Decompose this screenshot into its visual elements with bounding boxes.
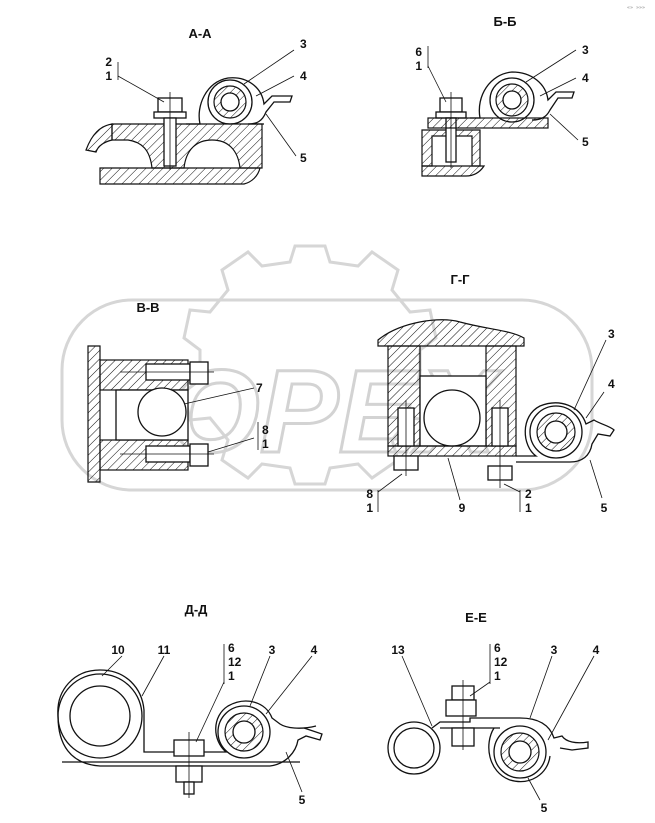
- section-gg-callout-1a: 1: [366, 501, 373, 515]
- section-dd-callout-12: 12: [228, 655, 242, 669]
- section-bb-base: [421, 165, 486, 177]
- section-vv-wall: [87, 345, 101, 483]
- section-ee-clamp: [488, 727, 551, 783]
- section-gg-bar: [387, 445, 517, 457]
- section-aa: А-А 2 1 3 4 5: [85, 26, 307, 185]
- section-dd-strap: [57, 669, 323, 767]
- section-bb-callout-4: 4: [582, 71, 589, 85]
- section-ee-bushing-outer: [493, 725, 547, 779]
- section-aa-bracket: [111, 123, 263, 169]
- section-vv-callout-7: 7: [256, 381, 263, 395]
- watermark-frame: [60, 298, 594, 492]
- section-dd-callout-1: 1: [228, 669, 235, 683]
- section-gg-callout-3: 3: [608, 327, 615, 341]
- section-bb: Б-Б 6 1 3 4 5: [415, 14, 589, 177]
- watermark-gear-icon: [182, 244, 438, 486]
- section-bb-title: Б-Б: [493, 14, 516, 29]
- section-dd-callout-10: 10: [111, 643, 125, 657]
- section-dd-title: Д-Д: [185, 602, 209, 617]
- section-dd-large-pipe-inner: [69, 685, 131, 747]
- section-gg: Г-Г 3 4 8 1 9 2 1: [366, 272, 615, 515]
- section-dd-callout-3: 3: [269, 643, 276, 657]
- section-aa-base: [99, 167, 261, 185]
- section-vv-bolt-top-head: [189, 361, 209, 385]
- section-gg-callout-8: 8: [366, 487, 373, 501]
- section-gg-small-pipe: [544, 420, 568, 444]
- section-ee-strap: [431, 717, 589, 751]
- section-vv-callout-8: 8: [262, 423, 269, 437]
- section-vv: В-В 7 8 1: [87, 300, 269, 483]
- section-bb-callout-5: 5: [582, 135, 589, 149]
- section-bb-bushing-outer: [489, 77, 535, 123]
- section-gg-callout-2: 2: [525, 487, 532, 501]
- section-bb-plate: [427, 117, 549, 129]
- section-gg-beam: [377, 319, 525, 347]
- section-aa-clamp: [186, 77, 293, 125]
- section-dd-callout-6: 6: [228, 641, 235, 655]
- section-gg-clamp: [516, 402, 615, 463]
- section-bb-clamp: [470, 71, 575, 121]
- section-ee: Е-Е 13 6 12 1 3 4 5: [387, 610, 600, 815]
- section-aa-callout-5: 5: [300, 151, 307, 165]
- section-bb-pipe: [502, 90, 522, 110]
- section-dd-bushing-outer: [217, 705, 271, 759]
- section-aa-frame: [85, 123, 113, 153]
- section-gg-pipe: [423, 389, 481, 447]
- section-dd-callout-4: 4: [311, 643, 318, 657]
- section-aa-pipe: [220, 92, 240, 112]
- section-dd-callout-11: 11: [158, 643, 171, 657]
- section-vv-callout-1: 1: [262, 437, 269, 451]
- section-aa-callout-2: 2: [105, 55, 112, 69]
- section-ee-callout-6: 6: [494, 641, 501, 655]
- section-vv-title: В-В: [136, 300, 159, 315]
- section-gg-callout-1b: 1: [525, 501, 532, 515]
- section-gg-bushing-outer: [529, 405, 583, 459]
- section-ee-title: Е-Е: [465, 610, 487, 625]
- section-vv-bolt-bottom-head: [189, 443, 209, 467]
- section-ee-ring-inner: [393, 727, 435, 769]
- section-vv-pipe: [137, 387, 187, 437]
- section-bb-callout-6: 6: [415, 45, 422, 59]
- section-ee-callout-12: 12: [494, 655, 508, 669]
- section-ee-small-pipe: [508, 740, 532, 764]
- section-gg-callout-9: 9: [459, 501, 466, 515]
- section-ee-callout-1: 1: [494, 669, 501, 683]
- section-dd-small-pipe: [232, 720, 256, 744]
- corner-mark: «» »»»: [627, 5, 645, 11]
- section-gg-callout-4: 4: [608, 377, 615, 391]
- section-aa-bushing-outer: [207, 79, 253, 125]
- section-bb-callout-3: 3: [582, 43, 589, 57]
- section-ee-bolt-head: [445, 699, 477, 717]
- section-ee-callout-3: 3: [551, 643, 558, 657]
- section-dd: Д-Д 10 11 6 12 1 3 4 5: [57, 602, 323, 807]
- section-dd-clamp: [204, 700, 317, 753]
- section-bb-callout-1: 1: [415, 59, 422, 73]
- section-dd-callout-5: 5: [299, 793, 306, 807]
- section-aa-callout-3: 3: [300, 37, 307, 51]
- section-aa-title: А-А: [188, 26, 212, 41]
- section-gg-title: Г-Г: [450, 272, 470, 287]
- section-ee-callout-4: 4: [593, 643, 600, 657]
- section-ee-callout-5: 5: [541, 801, 548, 815]
- section-ee-callout-13: 13: [391, 643, 405, 657]
- section-aa-callout-1: 1: [105, 69, 112, 83]
- section-aa-callout-4: 4: [300, 69, 307, 83]
- section-gg-callout-5: 5: [601, 501, 608, 515]
